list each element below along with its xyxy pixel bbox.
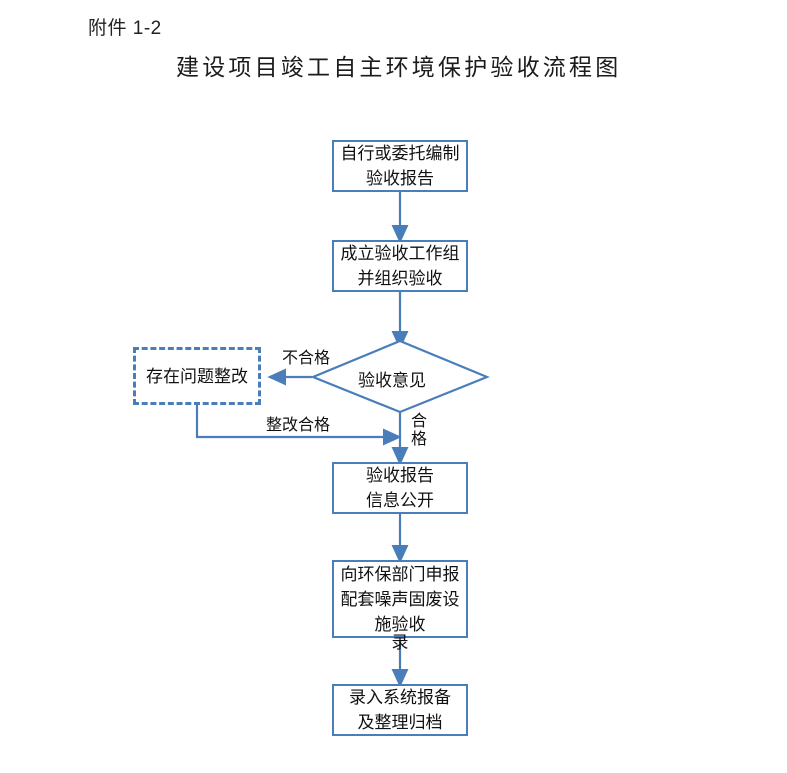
connector-rectify-to-publish — [195, 405, 402, 446]
node-label-line: 及整理归档 — [357, 713, 443, 732]
node-label-line: 施验收 — [374, 614, 426, 634]
node-label-line: 信息公开 — [366, 491, 434, 510]
node-label-acceptance-opinion: 验收意见 — [358, 371, 426, 390]
node-prepare-report: 自行或委托编制 验收报告 — [332, 140, 468, 192]
node-system-filing: 录入系统报备 及整理归档 — [332, 684, 468, 736]
node-label-line: 自行或委托编制 — [340, 144, 460, 163]
node-label-line: 向环保部门申报 — [340, 564, 460, 584]
attachment-label: 附件 1-2 — [88, 18, 162, 39]
page-title: 建设项目竣工自主环境保护验收流程图 — [176, 55, 622, 80]
node-label-line: 成立验收工作组 — [340, 244, 460, 263]
node-label-overflow: 录 — [391, 633, 409, 652]
edge-label-fail: 不合格 — [282, 350, 331, 367]
edge-label-pass: 合格 — [408, 412, 425, 448]
node-label-line: 并组织验收 — [357, 269, 443, 288]
node-publish-report: 验收报告 信息公开 — [332, 462, 468, 514]
node-label-line: 验收报告 — [366, 466, 434, 485]
node-label-line: 录入系统报备 — [349, 688, 451, 707]
node-label-line: 验收报告 — [366, 169, 434, 188]
edge-label-rectified-pass: 整改合格 — [266, 417, 331, 434]
decision-shape-acceptance-opinion — [310, 339, 490, 414]
node-form-group: 成立验收工作组 并组织验收 — [332, 240, 468, 292]
node-declare-to-epb: 向环保部门申报 配套噪声固废设 施验收 录 — [332, 560, 468, 652]
node-rectify-issues: 存在问题整改 — [133, 347, 261, 405]
node-label-line: 配套噪声固废设 — [340, 589, 460, 609]
node-label-line: 存在问题整改 — [146, 366, 248, 386]
